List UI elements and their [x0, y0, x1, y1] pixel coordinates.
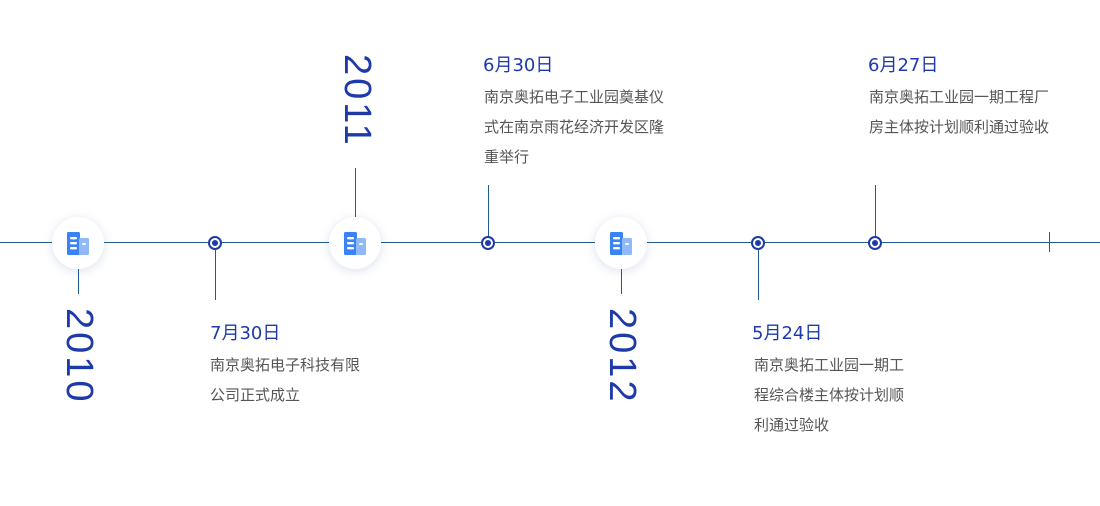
year-marker-2012[interactable]	[595, 217, 647, 269]
event-description: 南京奥拓电子科技有限公司正式成立	[210, 356, 361, 404]
event-date: 7月30日	[210, 323, 281, 344]
event-description: 南京奥拓电子工业园奠基仪式在南京雨花经济开发区隆重举行	[484, 88, 665, 166]
event-description: 南京奥拓工业园一期工程综合楼主体按计划顺利通过验收	[754, 356, 905, 434]
connector-2012	[621, 266, 622, 294]
connector-event-3	[758, 250, 759, 300]
timeline-end-tick	[1049, 232, 1050, 252]
connector-2011	[355, 168, 356, 218]
building-icon	[610, 232, 632, 255]
building-icon	[344, 232, 366, 255]
connector-event-4	[875, 185, 876, 237]
year-label-2012: 2012	[601, 308, 643, 405]
year-label-2010: 2010	[58, 308, 100, 405]
timeline-dot[interactable]	[208, 236, 222, 250]
timeline-dot[interactable]	[751, 236, 765, 250]
building-icon	[67, 232, 89, 255]
year-marker-2010[interactable]	[52, 217, 104, 269]
year-label-2011: 2011	[336, 54, 378, 148]
event-description: 南京奥拓工业园一期工程厂房主体按计划顺利通过验收	[869, 88, 1050, 136]
connector-2010	[78, 266, 79, 294]
event-date: 6月27日	[868, 55, 939, 76]
connector-event-2	[488, 185, 489, 237]
timeline-dot[interactable]	[481, 236, 495, 250]
connector-event-1	[215, 250, 216, 300]
event-date: 5月24日	[752, 323, 823, 344]
event-date: 6月30日	[483, 55, 554, 76]
timeline-axis	[0, 242, 1100, 243]
year-marker-2011[interactable]	[329, 217, 381, 269]
timeline-dot[interactable]	[868, 236, 882, 250]
